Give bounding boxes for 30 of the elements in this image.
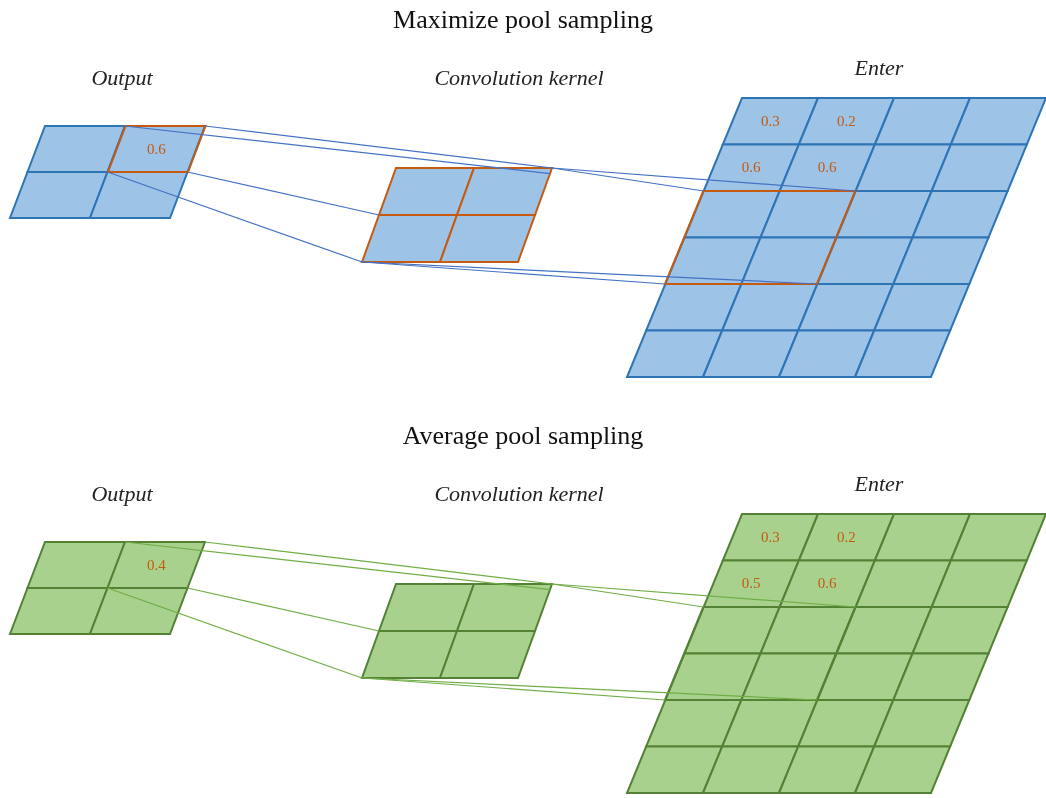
projection-line — [204, 541, 553, 585]
projection-line — [361, 261, 818, 285]
cell-value: 0.4 — [146, 556, 166, 574]
cell-value: 0.6 — [741, 159, 761, 177]
cell-value: 0.2 — [837, 112, 856, 130]
projection-line — [551, 167, 857, 192]
grid-heading: Convolution kernel — [433, 480, 605, 508]
cell-value: 0.6 — [146, 140, 166, 158]
grid-heading: Enter — [853, 54, 905, 82]
projection-line — [204, 125, 553, 169]
grid-heading: Output — [90, 480, 154, 508]
cell-value: 0.2 — [837, 528, 856, 546]
projection-line — [361, 677, 818, 701]
projection-line — [551, 583, 857, 608]
projection-line — [124, 541, 551, 591]
grid-heading: Convolution kernel — [433, 64, 605, 92]
projection-line — [186, 587, 380, 632]
section-title: Average pool sampling — [401, 420, 645, 452]
grid-heading: Enter — [853, 470, 905, 498]
projection-line — [106, 587, 363, 679]
cell-value: 0.6 — [817, 159, 837, 177]
cell-value: 0.3 — [761, 528, 780, 546]
grid-heading: Output — [90, 64, 154, 92]
section-title: Maximize pool sampling — [392, 4, 654, 36]
projection-line — [106, 171, 363, 263]
cell-value: 0.5 — [741, 575, 761, 593]
projection-line — [124, 125, 551, 175]
cell-value: 0.3 — [761, 112, 780, 130]
projection-line — [186, 171, 380, 216]
cell-value: 0.6 — [817, 575, 837, 593]
